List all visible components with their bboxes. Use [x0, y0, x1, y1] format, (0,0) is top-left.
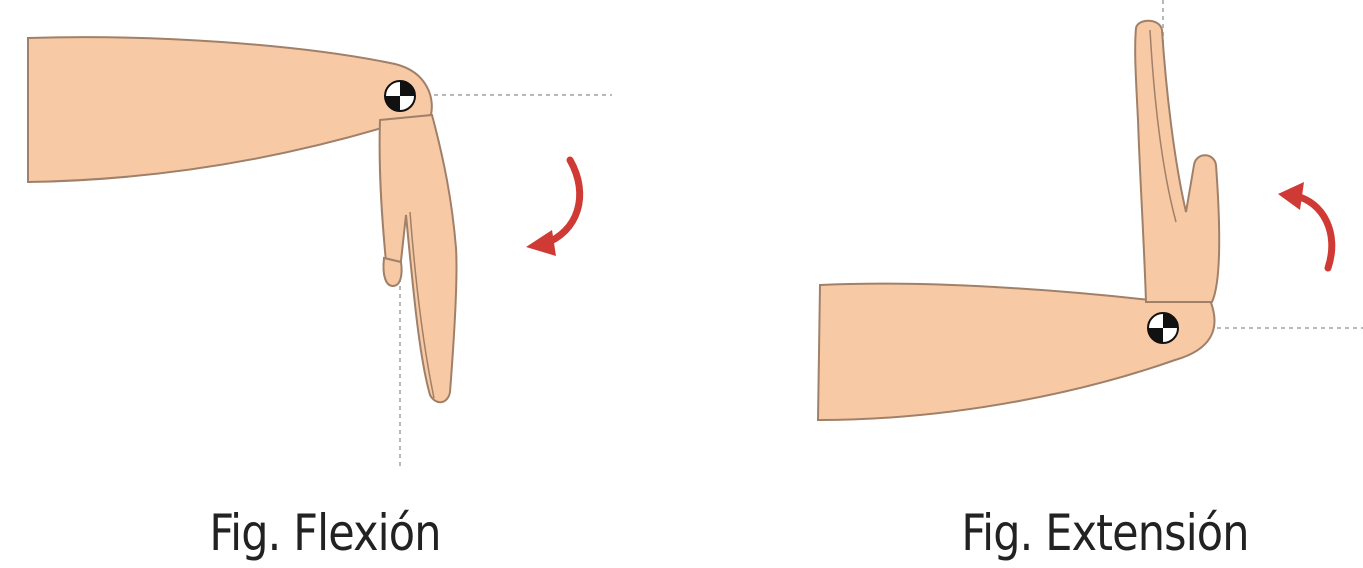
flexion-finger — [382, 256, 403, 288]
flexion-finger-crease — [409, 211, 435, 399]
extension-caption: Fig. Extensión — [961, 504, 1249, 562]
flexion-forearm — [27, 36, 433, 184]
flexion-hand — [378, 113, 458, 404]
extension-figure — [816, 0, 1363, 422]
extension-joint-marker — [1147, 312, 1179, 344]
flexion-joint-marker — [384, 80, 416, 112]
extension-arrow-icon — [1278, 182, 1336, 272]
flexion-caption: Fig. Flexión — [209, 504, 441, 562]
extension-finger-crease — [1149, 29, 1177, 223]
extension-forearm — [816, 282, 1216, 422]
extension-hand — [1134, 19, 1221, 303]
flexion-figure — [27, 36, 612, 470]
flexion-arrow-icon — [526, 156, 584, 256]
